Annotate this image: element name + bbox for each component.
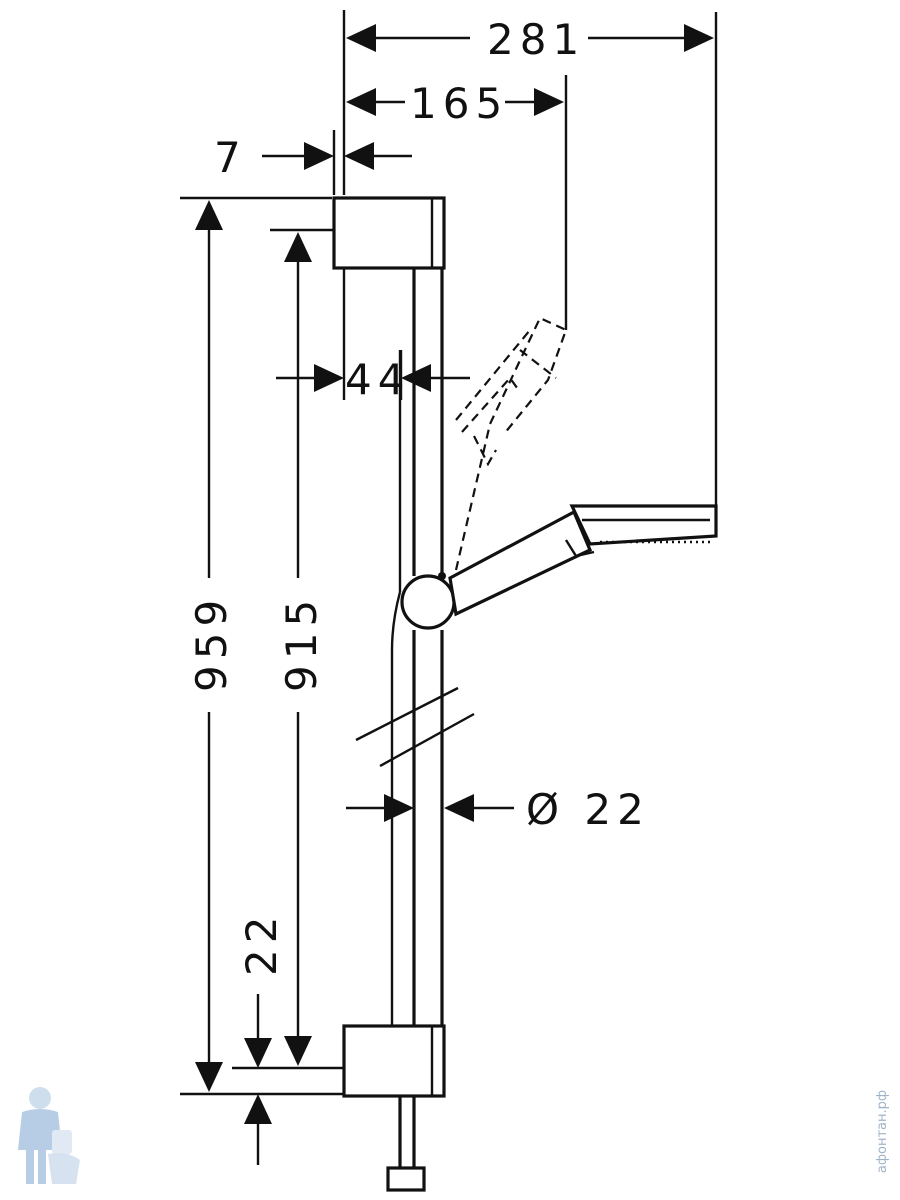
shower-rail (355, 268, 475, 1026)
dimension-wall-offset: 7 (214, 130, 412, 195)
dimension-rail-diameter: Ø 22 (346, 785, 650, 834)
slider-knob (400, 572, 456, 630)
dimension-bottom-offset: 22 (237, 911, 286, 1165)
hand-shower (448, 504, 718, 617)
dim-7-label: 7 (214, 133, 247, 182)
dim-165-label: 165 (410, 79, 508, 128)
dim-diameter-label: Ø 22 (526, 785, 650, 834)
hose-outlet (386, 1096, 426, 1192)
dim-22-label: 22 (237, 911, 286, 976)
bottom-wall-bracket (342, 1024, 446, 1098)
dim-281-label: 281 (487, 15, 585, 64)
dimension-overall-depth: 281 (342, 10, 718, 505)
dimension-handshower-depth: 165 (346, 75, 568, 330)
dim-44-label: 44 (345, 355, 410, 404)
hand-shower-alt-position (454, 316, 568, 571)
top-wall-bracket (332, 196, 446, 270)
dim-959-label: 959 (187, 594, 236, 692)
watermark-text: афонтан.рф (875, 1090, 890, 1174)
dimension-total-height: 959 (180, 196, 344, 1096)
dim-915-label: 915 (277, 594, 326, 692)
dimension-rail-height: 915 (232, 228, 344, 1070)
watermark-logo (18, 1087, 80, 1184)
